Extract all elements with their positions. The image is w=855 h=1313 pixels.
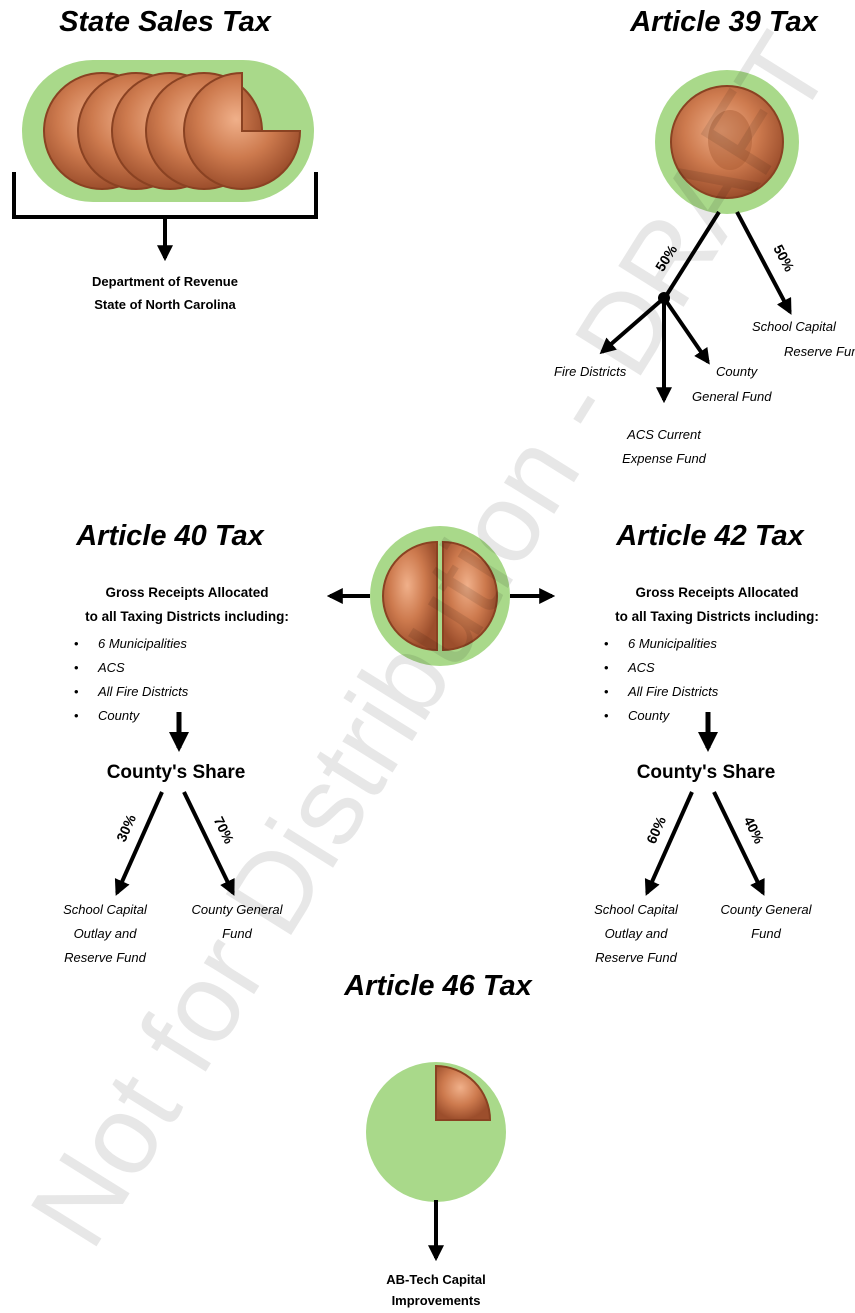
article39-school-fund-line2: Reserve Fund [784,344,855,359]
article40-gross-line1: Gross Receipts Allocated [105,585,269,600]
article46-recipient-line1: AB-Tech Capital [386,1272,486,1287]
arrow-icon [644,791,694,896]
penny-icon [670,85,784,199]
quarter-penny-icon [435,1064,492,1121]
list-item: County [74,704,188,728]
arrow-icon [599,296,666,355]
article40-left-fund-line2: Outlay and [73,926,137,941]
state-sales-coins [22,60,314,202]
article40-district-list: 6 Municipalities ACS All Fire Districts … [74,632,188,728]
article39-county-fund-line2: General Fund [692,389,772,404]
article40-county-share: County's Share [106,762,246,783]
state-sales-title: State Sales Tax [59,6,271,38]
article42-district-list: 6 Municipalities ACS All Fire Districts … [604,632,718,728]
article39-acs-fund-line1: ACS Current [627,427,701,442]
half-penny-icon [442,540,498,652]
article42-left-fund-line1: School Capital [594,902,678,917]
article39-county-fund-line1: County [716,364,758,379]
article39-fire-districts: Fire Districts [554,364,627,379]
article39-title: Article 39 Tax [630,6,818,38]
article40-right-fund-line1: County General [191,902,283,917]
article40-title: Article 40 Tax [76,520,264,552]
arrow-icon [735,211,792,315]
split-coin [370,526,510,666]
state-recipient-line2: State of North Carolina [94,297,236,312]
article40-left-fund-line3: Reserve Fund [64,950,146,965]
article42-left-fund-line2: Outlay and [604,926,668,941]
list-item: All Fire Districts [74,680,188,704]
article40-right-fund-line2: Fund [222,926,252,941]
list-item: ACS [74,656,188,680]
arrow-icon [182,791,235,896]
article40-gross-line2: to all Taxing Districts including: [85,609,289,624]
article42-gross-line2: to all Taxing Districts including: [615,609,819,624]
article39-acs-fund-line2: Expense Fund [622,451,706,466]
article39-coin [655,70,799,214]
article40-left-fund-line1: School Capital [63,902,147,917]
article42-title: Article 42 Tax [616,520,804,552]
article39-school-fund-line1: School Capital [752,319,836,334]
list-item: 6 Municipalities [604,632,718,656]
partial-penny-icon [183,71,302,190]
article42-left-fund-line3: Reserve Fund [595,950,677,965]
list-item: All Fire Districts [604,680,718,704]
article46-coin [366,1062,506,1202]
half-penny-icon [382,540,438,652]
branch-line [664,210,721,298]
arrow-icon [662,296,710,365]
list-item: County [604,704,718,728]
article46-title: Article 46 Tax [344,970,532,1002]
list-item: 6 Municipalities [74,632,188,656]
state-recipient-line1: Department of Revenue [92,274,238,289]
article42-right-fund-line1: County General [720,902,812,917]
article42-gross-line1: Gross Receipts Allocated [635,585,799,600]
list-item: ACS [604,656,718,680]
article42-right-fund-line2: Fund [751,926,781,941]
article42-county-share: County's Share [636,762,776,783]
article46-recipient-line2: Improvements [391,1293,481,1308]
arrow-icon [712,791,765,896]
arrow-icon [114,791,164,896]
